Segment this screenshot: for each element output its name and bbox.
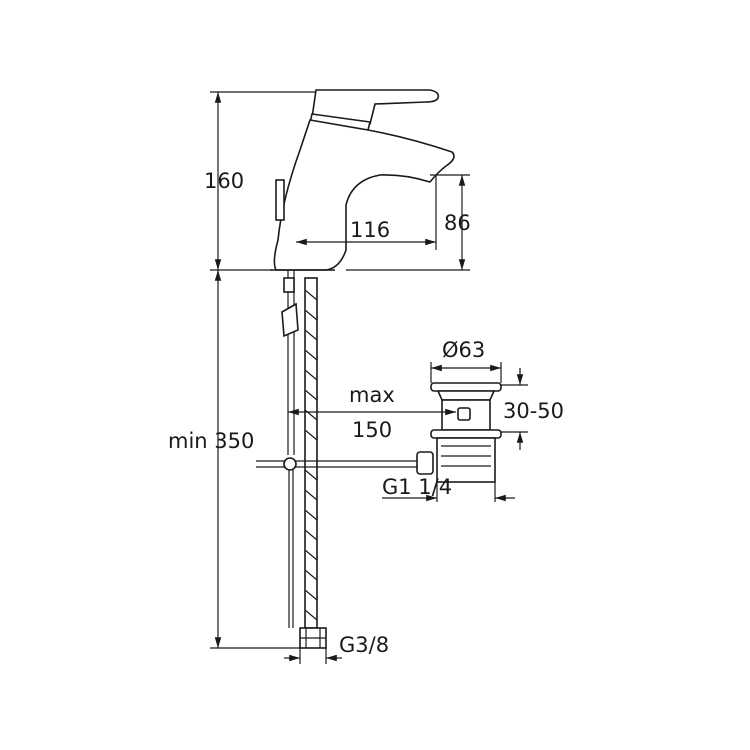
label-waste-thread: G1 1/4 xyxy=(382,475,452,499)
label-overall-height: 160 xyxy=(204,169,244,193)
faucet-body xyxy=(270,89,455,271)
label-waste-range: 30-50 xyxy=(503,399,564,423)
dimension-lines xyxy=(210,91,528,664)
label-max: max xyxy=(349,383,395,407)
label-spout-reach: 116 xyxy=(350,218,390,242)
label-max-value: 150 xyxy=(352,418,392,442)
label-supply-thread: G3/8 xyxy=(339,633,389,657)
waste-valve xyxy=(430,382,502,483)
popup-rod xyxy=(256,451,434,475)
label-spout-height: 86 xyxy=(444,211,471,235)
label-supply-length: min 350 xyxy=(168,429,254,453)
label-waste-diameter: Ø63 xyxy=(442,338,485,362)
supply-hoses xyxy=(281,270,327,649)
